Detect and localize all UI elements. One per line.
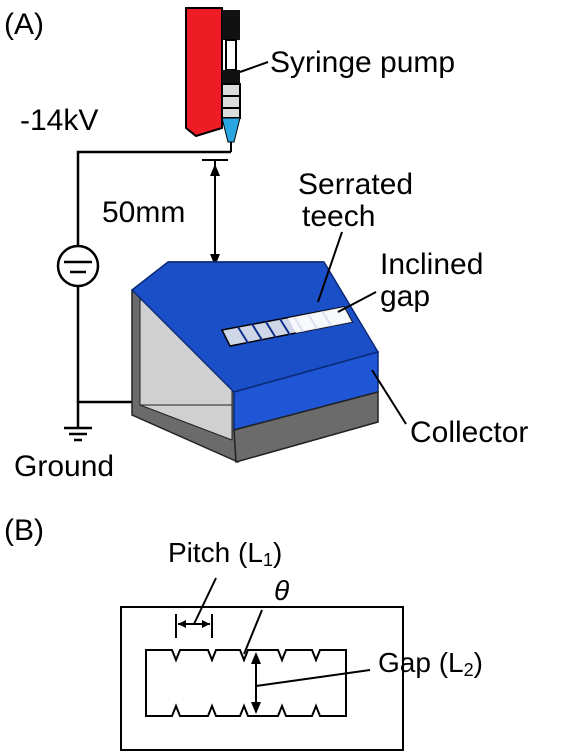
panel-a-label: (A) (4, 8, 44, 41)
inclined-gap-highlight (288, 307, 352, 333)
top-view-outer-frame (120, 606, 404, 751)
panel-b-label: (B) (4, 514, 44, 547)
syringe-pump-label: Syringe pump (270, 46, 455, 79)
serrated-label-line1: Serrated (298, 168, 413, 201)
voltage-label: -14kV (20, 104, 98, 137)
top-view-gap-outline (145, 649, 347, 717)
pitch-label: Pitch (L1) (168, 537, 282, 570)
syringe-pump-body (185, 7, 223, 138)
collector-label: Collector (410, 416, 528, 449)
syringe-label-leader (239, 61, 269, 73)
pitch-dimension (175, 577, 217, 638)
distance-label: 50mm (102, 196, 185, 229)
collector-leader (371, 369, 407, 425)
syringe-plunger-rod (225, 39, 237, 71)
ground-symbol (64, 402, 92, 442)
collector (130, 261, 380, 464)
syringe-barrel-dark (222, 70, 240, 84)
gap-label: Gap (L2) (378, 647, 483, 680)
theta-leader (243, 609, 263, 655)
ground-label: Ground (14, 450, 114, 483)
syringe-plunger-top (222, 10, 240, 40)
syringe-nozzle (221, 117, 241, 143)
distance-arrow (200, 159, 232, 271)
collector-base (233, 391, 379, 463)
theta-label: θ (274, 575, 289, 606)
inclined-label-line1: Inclined (380, 248, 483, 281)
syringe-pump (185, 7, 269, 152)
power-supply-symbol (56, 244, 100, 288)
inclined-leader (337, 291, 377, 313)
gap-dimension (251, 652, 371, 714)
syringe-barrel (221, 83, 241, 119)
serrated-leader (317, 231, 343, 303)
serrated-label-line2: teech (302, 200, 375, 233)
inclined-label-line2: gap (380, 280, 430, 313)
